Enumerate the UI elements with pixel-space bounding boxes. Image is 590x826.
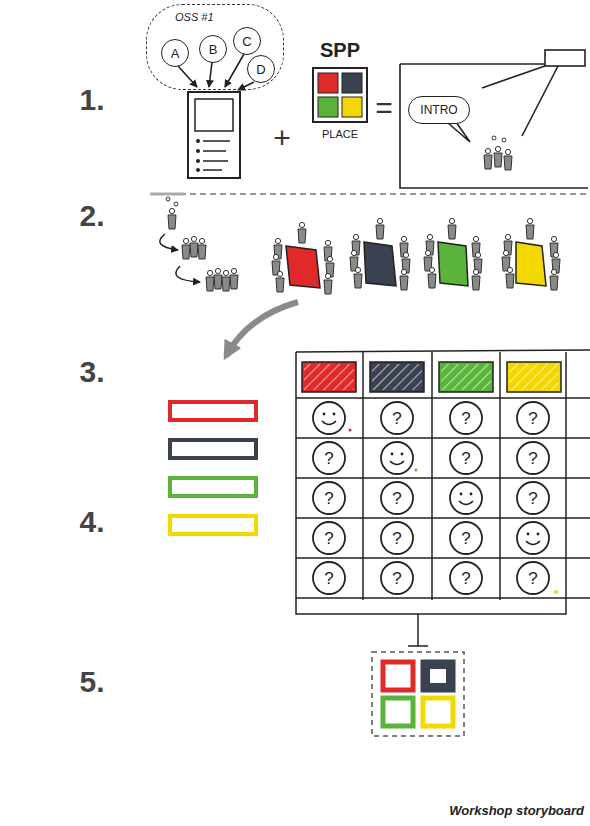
place-label: PLACE	[300, 128, 380, 140]
step-number: 3.	[79, 357, 104, 387]
question-mark: ?	[528, 410, 537, 427]
circle-letter: B	[209, 43, 218, 56]
spp-squares	[311, 66, 369, 124]
question-mark: ?	[461, 570, 470, 587]
spp-place-box: SPP PLACE	[300, 38, 380, 150]
question-mark: ?	[392, 490, 401, 507]
source-circle: A	[161, 39, 189, 67]
step-number: 2.	[79, 201, 104, 231]
question-mark: ?	[324, 530, 333, 547]
math-symbol: +	[273, 123, 291, 153]
question-mark: ?	[392, 410, 401, 427]
step-number: 4.	[79, 507, 104, 537]
question-mark: ?	[324, 570, 333, 587]
region-label: OSS #1	[175, 11, 214, 23]
caption: Workshop storyboard	[449, 803, 584, 818]
question-mark: ?	[528, 570, 537, 587]
question-mark: ?	[324, 490, 333, 507]
question-mark: ?	[461, 530, 470, 547]
speech-bubble: INTRO	[408, 96, 470, 124]
source-circle: D	[247, 55, 275, 83]
question-mark: ?	[461, 450, 470, 467]
source-circle: B	[199, 35, 227, 63]
spp-heading: SPP	[300, 40, 380, 60]
question-mark: ?	[528, 450, 537, 467]
question-mark: ?	[528, 490, 537, 507]
question-mark: ?	[461, 410, 470, 427]
source-region: OSS #1 A B C D	[146, 4, 284, 90]
bubble-text: INTRO	[420, 104, 457, 116]
circle-letter: D	[256, 63, 265, 76]
source-circle: C	[233, 27, 261, 55]
question-mark: ?	[392, 530, 401, 547]
step-number: 5.	[79, 667, 104, 697]
question-mark: ?	[324, 450, 333, 467]
circle-letter: C	[242, 35, 251, 48]
question-mark: ?	[392, 570, 401, 587]
circle-letter: A	[171, 47, 180, 60]
math-symbol: =	[375, 93, 393, 123]
step-number: 1.	[79, 85, 104, 115]
